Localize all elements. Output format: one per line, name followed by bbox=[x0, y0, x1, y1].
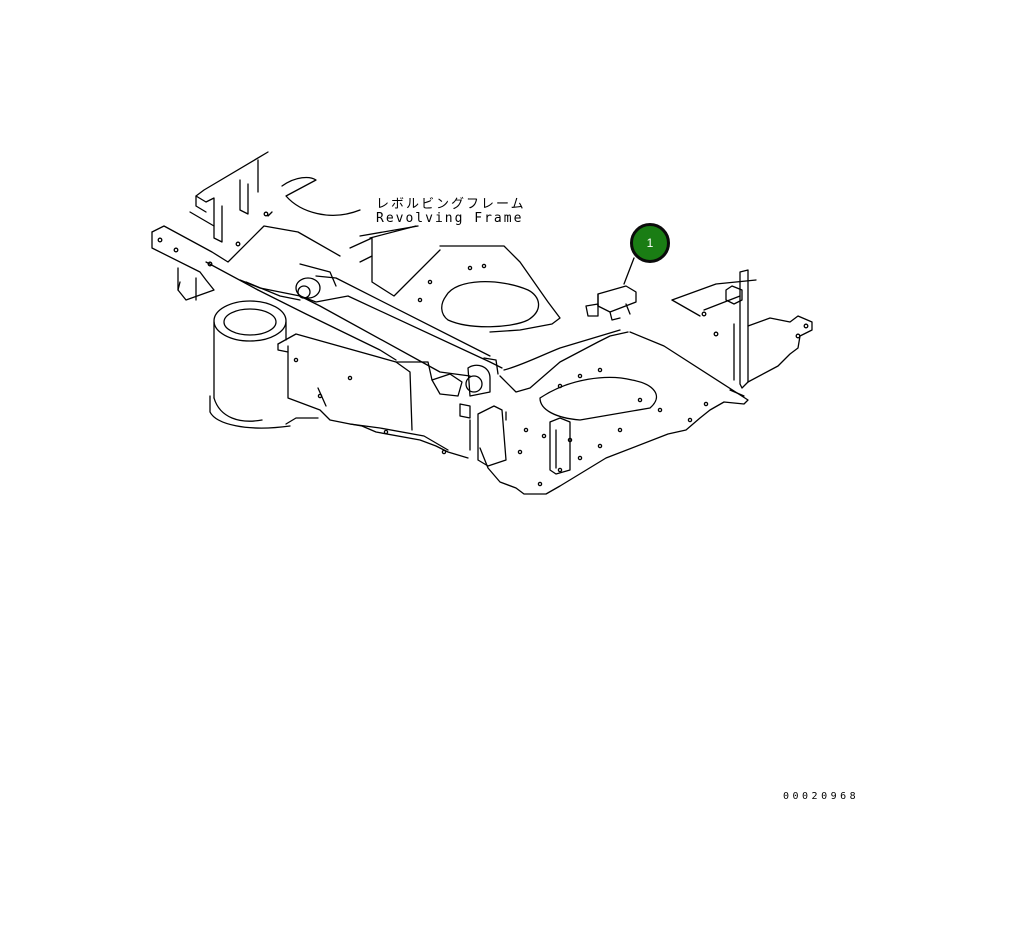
callout-number: 1 bbox=[646, 236, 654, 250]
document-number: 00020968 bbox=[783, 791, 860, 802]
right-upper-bracket bbox=[671, 269, 813, 397]
front-skirt bbox=[349, 423, 469, 459]
label-leader-line bbox=[359, 225, 419, 237]
part-1-component bbox=[585, 257, 637, 321]
right-deck-plate bbox=[479, 329, 749, 495]
revolving-frame-label-jp: レボルビングフレーム bbox=[376, 197, 526, 212]
left-upper-bracket bbox=[189, 151, 269, 243]
center-brackets bbox=[431, 364, 571, 475]
boom-foot-box bbox=[277, 333, 449, 451]
frame-center-plate bbox=[349, 225, 561, 333]
swing-circle-cylinder bbox=[209, 300, 291, 429]
diagonal-beams bbox=[239, 263, 503, 377]
part-callout-1[interactable]: 1 bbox=[630, 223, 670, 263]
revolving-frame-label-en: Revolving Frame bbox=[376, 211, 524, 226]
frame-left-plate bbox=[151, 176, 361, 301]
